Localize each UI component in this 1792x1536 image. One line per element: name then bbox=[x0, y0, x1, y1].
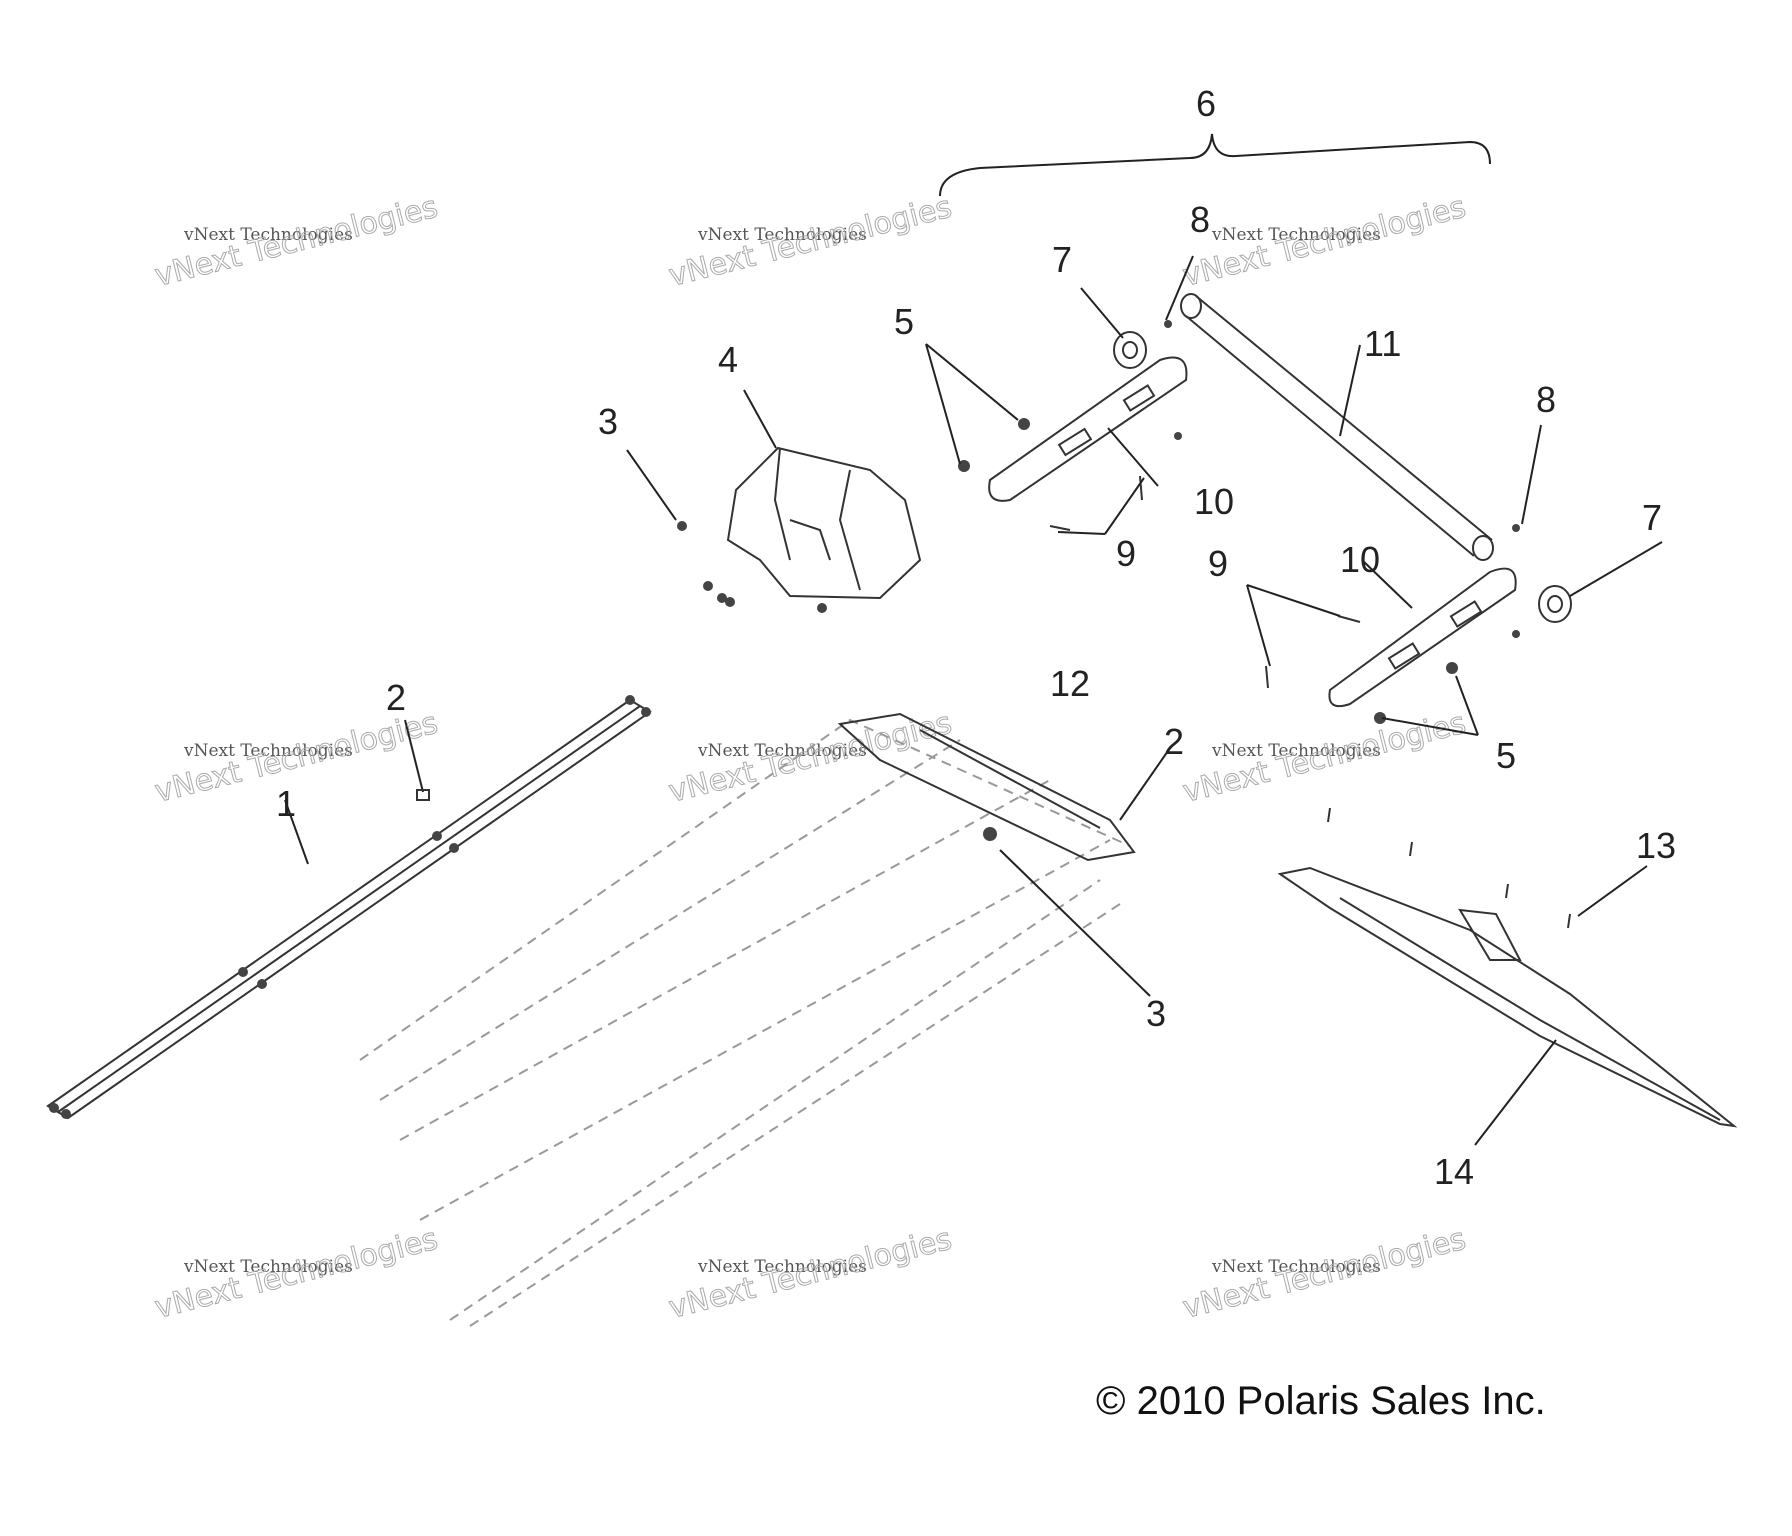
callout-10-upper: 10 bbox=[1194, 481, 1234, 522]
svg-text:vNext Technologies: vNext Technologies bbox=[183, 225, 353, 245]
watermark-1: vNext Technologies vNext Technologies bbox=[151, 189, 442, 294]
callout-3-upper: 3 bbox=[598, 401, 618, 442]
part-7-bearing-lower bbox=[1538, 585, 1572, 623]
callout-10-lower: 10 bbox=[1340, 539, 1380, 580]
watermark-6: vNext Technologies vNext Technologies bbox=[1179, 705, 1470, 810]
part-14-bracket bbox=[1277, 866, 1738, 1128]
callout-9-upper: 9 bbox=[1116, 533, 1136, 574]
hardware-bolts bbox=[958, 320, 1571, 929]
callout-1: 1 bbox=[276, 783, 296, 824]
callout-13: 13 bbox=[1636, 825, 1676, 866]
watermark-5: vNext Technologies vNext Technologies bbox=[665, 705, 956, 810]
svg-text:vNext Technologies: vNext Technologies bbox=[697, 225, 867, 245]
callout-8-upper: 8 bbox=[1190, 199, 1210, 240]
callout-2-left: 2 bbox=[386, 677, 406, 718]
copyright-text: © 2010 Polaris Sales Inc. bbox=[1096, 1379, 1546, 1423]
callout-5-lower: 5 bbox=[1496, 735, 1516, 776]
part-4-cover bbox=[677, 446, 922, 613]
brace-6 bbox=[939, 133, 1491, 197]
watermark-9: vNext Technologies vNext Technologies bbox=[1179, 1221, 1470, 1326]
callout-7-upper: 7 bbox=[1052, 239, 1072, 280]
svg-text:vNext Technologies: vNext Technologies bbox=[183, 741, 353, 761]
callout-11: 11 bbox=[1364, 323, 1401, 364]
part-7-bearing-upper bbox=[1113, 331, 1147, 369]
watermark-2: vNext Technologies vNext Technologies bbox=[665, 189, 956, 294]
svg-text:vNext Technologies: vNext Technologies bbox=[697, 741, 867, 761]
callout-5-upper: 5 bbox=[894, 301, 914, 342]
part-2-bolt-left bbox=[404, 719, 430, 801]
svg-text:vNext Technologies: vNext Technologies bbox=[1211, 225, 1381, 245]
watermark-3: vNext Technologies vNext Technologies bbox=[1179, 189, 1470, 294]
svg-text:vNext Technologies: vNext Technologies bbox=[1211, 1257, 1381, 1277]
svg-text:vNext Technologies: vNext Technologies bbox=[183, 1257, 353, 1277]
callout-9-lower: 9 bbox=[1208, 543, 1228, 584]
part-12-tunnel bbox=[359, 712, 1136, 1327]
callout-8-lower: 8 bbox=[1536, 379, 1556, 420]
part-2-bolt-right bbox=[1119, 747, 1171, 821]
callout-4: 4 bbox=[718, 339, 738, 380]
part-1-rail bbox=[46, 695, 652, 1120]
svg-text:vNext Technologies: vNext Technologies bbox=[1211, 741, 1381, 761]
watermark-4: vNext Technologies vNext Technologies bbox=[151, 705, 442, 810]
callout-7-lower: 7 bbox=[1642, 497, 1662, 538]
part-10-arm-lower bbox=[1328, 567, 1517, 708]
part-10-arm-upper bbox=[988, 356, 1188, 502]
watermark-8: vNext Technologies vNext Technologies bbox=[665, 1221, 956, 1326]
svg-text:vNext Technologies: vNext Technologies bbox=[697, 1257, 867, 1277]
callout-12: 12 bbox=[1050, 663, 1090, 704]
callout-14: 14 bbox=[1434, 1151, 1474, 1192]
watermark-7: vNext Technologies vNext Technologies bbox=[151, 1221, 442, 1326]
leader-lines bbox=[284, 255, 1663, 1146]
callout-2-right: 2 bbox=[1164, 721, 1184, 762]
callout-3-lower: 3 bbox=[1146, 993, 1166, 1034]
callout-6: 6 bbox=[1196, 83, 1216, 124]
